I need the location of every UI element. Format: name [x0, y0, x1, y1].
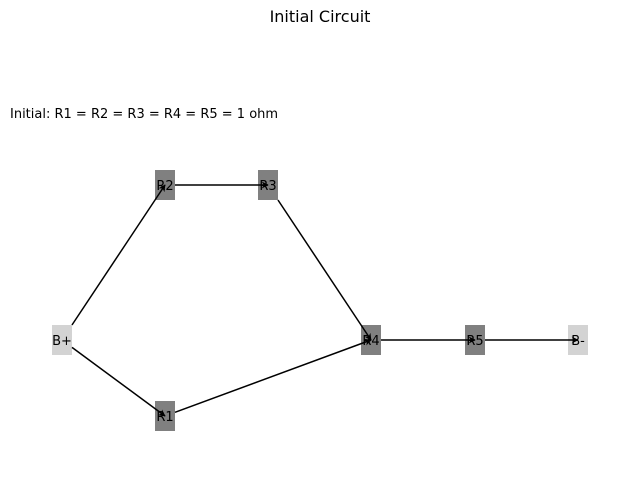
edge-r3-r4 — [277, 199, 372, 341]
node-box-bplus — [52, 325, 72, 355]
edge-r1-r4 — [174, 338, 372, 414]
edge-bplus-r1 — [71, 346, 166, 417]
node-bplus: B+ — [52, 325, 72, 355]
node-label-r5: R5 — [466, 334, 483, 349]
resistance-annotation: Initial: R1 = R2 = R3 = R4 = R5 = 1 ohm — [10, 107, 279, 122]
node-label-r2: R2 — [156, 179, 173, 194]
node-label-bminus: B- — [571, 334, 585, 349]
diagram-title: Initial Circuit — [269, 7, 371, 26]
edge-bplus-r2 — [71, 184, 166, 326]
node-label-r3: R3 — [259, 179, 276, 194]
node-label-bplus: B+ — [52, 334, 72, 349]
